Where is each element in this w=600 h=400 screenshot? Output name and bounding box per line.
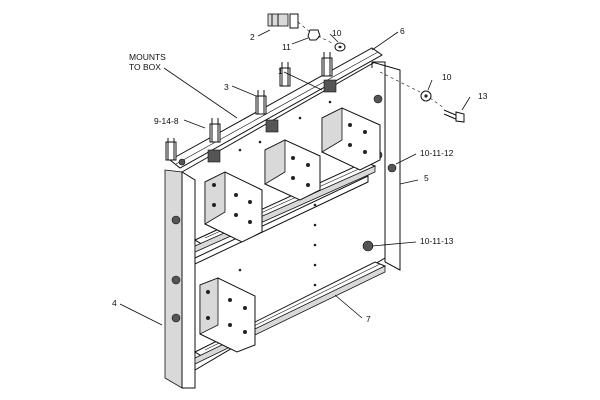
- bolt-right-lower: [362, 240, 374, 252]
- leader-lines: [119, 29, 471, 326]
- clip-part-2: [267, 13, 299, 29]
- label-10-11-12: 10-11-12: [420, 148, 454, 158]
- bolt-part-13: [443, 109, 465, 123]
- left-side-panel: [164, 169, 196, 389]
- bolt-left-mid: [171, 275, 181, 285]
- label-13: 13: [478, 91, 488, 101]
- label-10-top: 10: [332, 28, 342, 38]
- explode-lines: [297, 21, 445, 109]
- label-mounts-2: TO BOX: [129, 62, 161, 72]
- label-1: 1: [278, 66, 283, 76]
- label-5: 5: [424, 173, 429, 183]
- bolt-right-side: [387, 163, 397, 173]
- washer-part-10-right: [420, 90, 432, 102]
- top-clip-2: [207, 118, 221, 163]
- top-clip-5: [321, 52, 333, 77]
- label-10-right: 10: [442, 72, 452, 82]
- callout-labels: 2 11 10 6 MOUNTS TO BOX 1 3 9-14-8 10 13…: [112, 26, 488, 324]
- middle-beam: [194, 175, 369, 265]
- washer-part-10-top: [334, 42, 346, 52]
- bracket-lower-left: [199, 277, 256, 353]
- top-clip-1: [165, 138, 186, 166]
- nut-part-11: [307, 29, 321, 41]
- bracket-upper-left: [204, 171, 263, 243]
- bolt-right-upper: [373, 94, 383, 104]
- label-2: 2: [250, 32, 255, 42]
- top-clip-4: [279, 62, 337, 93]
- label-9-14-8: 9-14-8: [154, 116, 179, 126]
- label-mounts-1: MOUNTS: [129, 52, 166, 62]
- label-10-11-13: 10-11-13: [420, 236, 454, 246]
- bolt-left-upper: [171, 215, 181, 225]
- label-11: 11: [282, 42, 291, 52]
- top-clip-3: [255, 90, 279, 133]
- bracket-upper-middle: [264, 139, 321, 201]
- label-3: 3: [224, 82, 229, 92]
- bracket-upper-right: [321, 107, 381, 171]
- label-7: 7: [366, 314, 371, 324]
- label-4: 4: [112, 298, 117, 308]
- label-6: 6: [400, 26, 405, 36]
- bolt-left-low: [171, 313, 181, 323]
